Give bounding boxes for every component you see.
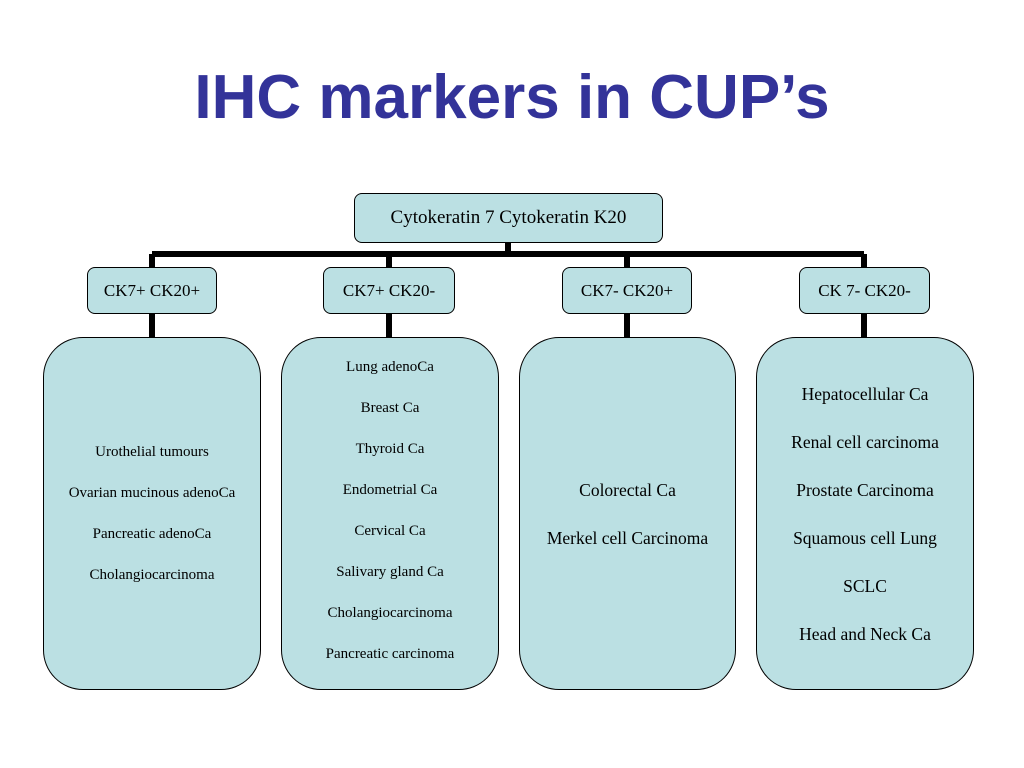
tumour-item: Head and Neck Ca	[799, 623, 931, 644]
tumour-item: Colorectal Ca	[579, 479, 676, 500]
tumour-item: Pancreatic carcinoma	[325, 646, 455, 662]
tumour-item: Merkel cell Carcinoma	[546, 527, 709, 548]
category-ck7pos-ck20neg: CK7+ CK20-	[323, 267, 455, 314]
tumour-item: Endometrial Ca	[342, 482, 438, 498]
tumour-item: Breast Ca	[360, 400, 420, 416]
slide-title: IHC markers in CUP’s	[194, 63, 830, 132]
tumour-item: Pancreatic adenoCa	[92, 525, 212, 542]
tumour-list-ck7neg-ck20neg: Hepatocellular Ca Renal cell carcinoma P…	[756, 337, 974, 690]
tumour-item: Renal cell carcinoma	[791, 431, 939, 452]
category-ck7neg-ck20neg: CK 7- CK20-	[799, 267, 930, 314]
tumour-list-ck7neg-ck20pos: Colorectal Ca Merkel cell Carcinoma	[519, 337, 736, 690]
tumour-item: SCLC	[843, 575, 887, 596]
tumour-item: Ovarian mucinous adenoCa	[68, 484, 236, 501]
tumour-item: Thyroid Ca	[355, 441, 425, 457]
tumour-item: Cholangiocarcinoma	[327, 605, 453, 621]
category-ck7pos-ck20pos: CK7+ CK20+	[87, 267, 217, 314]
tumour-item: Cervical Ca	[354, 523, 426, 539]
tumour-item: Prostate Carcinoma	[796, 479, 934, 500]
tumour-item: Cholangiocarcinoma	[89, 566, 215, 583]
category-ck7neg-ck20pos: CK7- CK20+	[562, 267, 692, 314]
tumour-item: Hepatocellular Ca	[801, 383, 929, 404]
root-node: Cytokeratin 7 Cytokeratin K20	[354, 193, 663, 243]
tumour-list-ck7pos-ck20pos: Urothelial tumours Ovarian mucinous aden…	[43, 337, 261, 690]
tumour-item: Salivary gland Ca	[336, 564, 444, 580]
tumour-item: Squamous cell Lung	[793, 527, 937, 548]
tumour-item: Urothelial tumours	[95, 443, 209, 460]
tumour-item: Lung adenoCa	[346, 359, 434, 375]
tumour-list-ck7pos-ck20neg: Lung adenoCa Breast Ca Thyroid Ca Endome…	[281, 337, 499, 690]
